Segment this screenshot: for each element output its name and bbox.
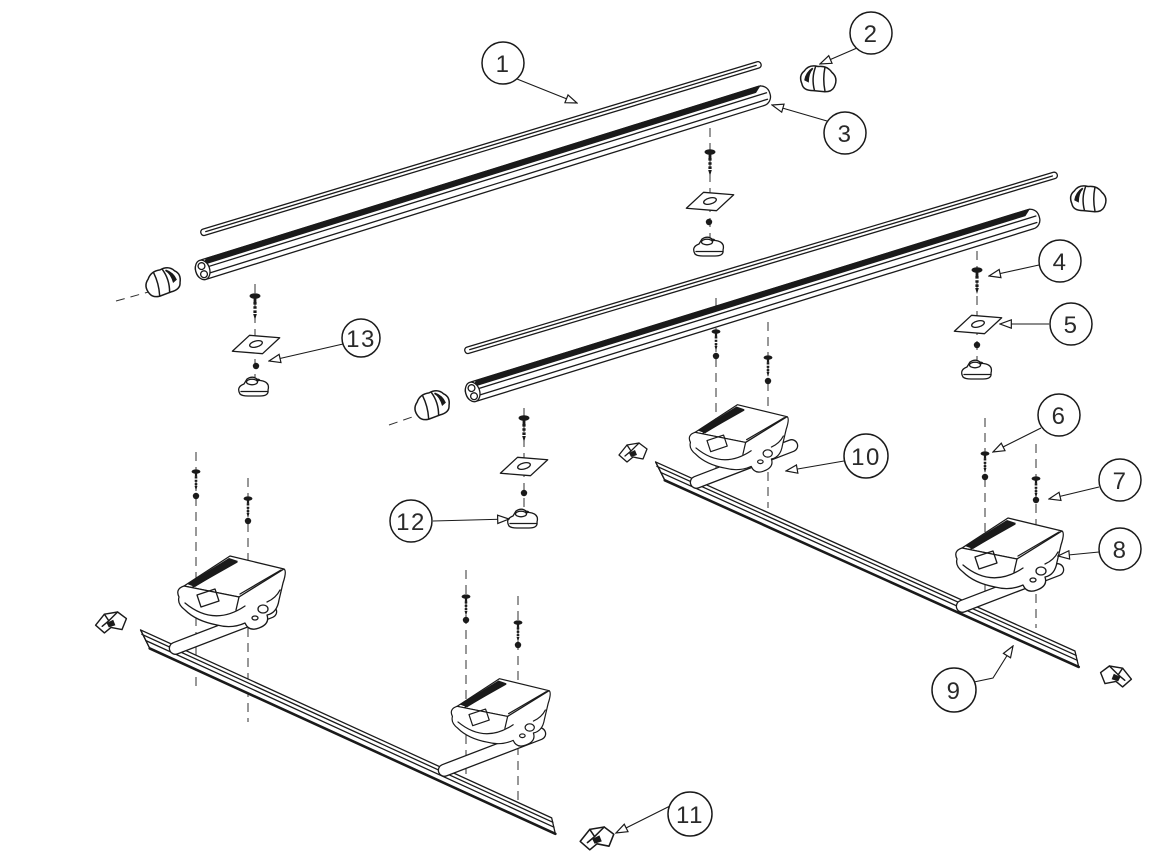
mounting-foot: [688, 404, 789, 473]
callout-8: 8: [1098, 527, 1142, 571]
callout-6-label: 6: [1052, 403, 1067, 430]
callout-2: 2: [849, 11, 893, 55]
hardware-stack: [952, 265, 1004, 380]
callout-11-label: 11: [676, 802, 704, 829]
callout-2-label: 2: [864, 21, 879, 48]
infill-strip-2: [464, 171, 1059, 355]
hardware-stack: [230, 291, 282, 397]
callout-5: 5: [1049, 302, 1093, 346]
alignment-dashed-lines: [115, 128, 1037, 808]
side-rail-right: [654, 461, 1081, 669]
callout-10: 10: [843, 433, 889, 479]
rail-clip: [94, 611, 128, 634]
callout-1-label: 1: [496, 51, 511, 78]
bar-end-cap: [410, 387, 454, 423]
infill-strip-1: [200, 61, 762, 237]
callout-6: 6: [1037, 393, 1081, 437]
callout-12: 12: [389, 499, 433, 543]
callout-4-label: 4: [1053, 249, 1068, 276]
crossbar-1: [194, 85, 772, 281]
crossbar-2: [464, 208, 1041, 403]
callout-10-label: 10: [851, 444, 881, 471]
callout-7: 7: [1098, 458, 1142, 502]
rail-clip: [618, 442, 648, 463]
callout-7-label: 7: [1113, 468, 1128, 495]
callout-9-label: 9: [947, 678, 962, 705]
foot-screws: [190, 328, 1042, 649]
callout-leaders: [269, 47, 1100, 833]
bar-end-cap: [141, 264, 185, 300]
callout-13: 13: [341, 318, 381, 358]
bar-end-cap: [799, 65, 837, 93]
callout-5-label: 5: [1064, 312, 1079, 339]
callout-12-label: 12: [396, 509, 426, 536]
rail-clip: [579, 826, 615, 851]
callout-4: 4: [1038, 239, 1082, 283]
bar-end-cap: [1069, 185, 1107, 213]
callout-3-label: 3: [838, 121, 853, 148]
side-rail-left: [139, 629, 557, 836]
callout-3: 3: [823, 111, 867, 155]
callout-1: 1: [481, 41, 525, 85]
callout-11: 11: [667, 791, 713, 837]
hardware-stack: [498, 413, 550, 529]
callout-13-label: 13: [346, 326, 376, 353]
rail-clip: [1099, 665, 1133, 688]
callout-9: 9: [931, 667, 977, 713]
callout-8-label: 8: [1113, 537, 1128, 564]
